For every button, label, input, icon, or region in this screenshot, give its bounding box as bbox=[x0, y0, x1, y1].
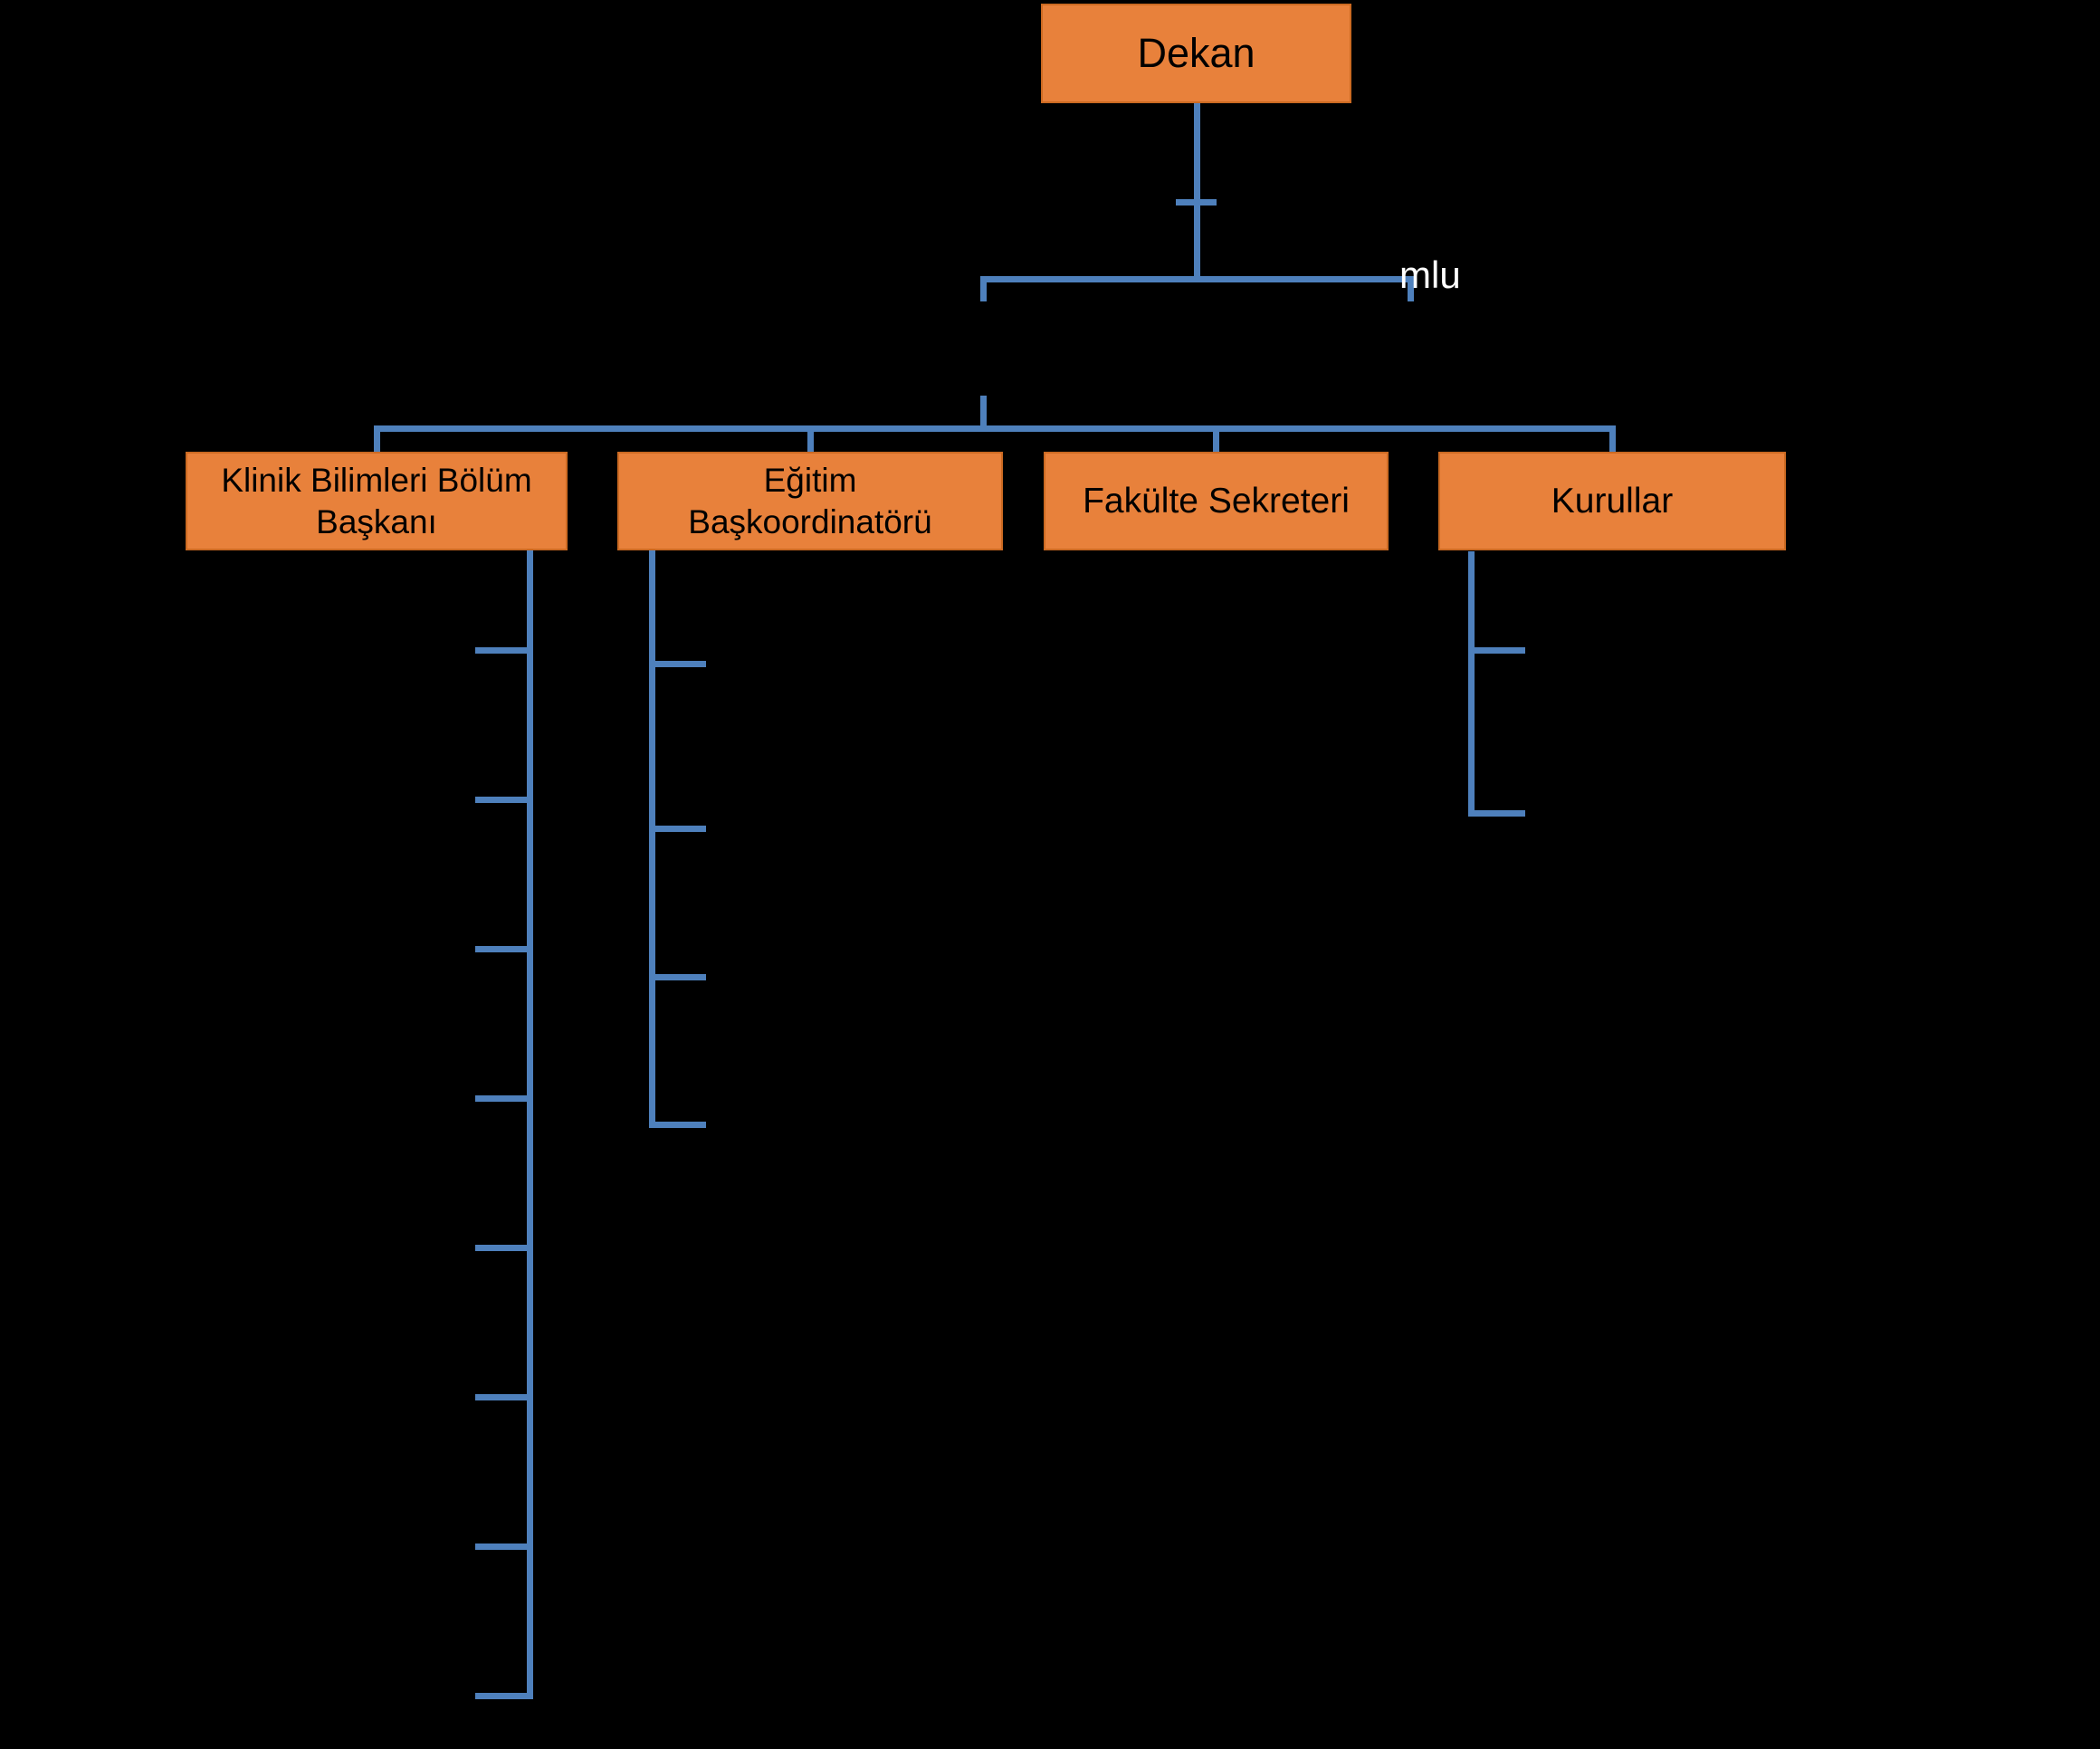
connector-tier1-right-elbow bbox=[1408, 276, 1414, 301]
org-node-dekan: Dekan bbox=[1041, 4, 1351, 103]
connector-dekan-stem bbox=[1194, 103, 1200, 282]
connector-kurullar-hangline bbox=[1468, 551, 1475, 817]
org-node-dekan-label: Dekan bbox=[1137, 29, 1255, 76]
hidden-child-tick-egitim-1 bbox=[652, 661, 706, 667]
connector-tier2-stub-egitim bbox=[807, 425, 814, 452]
connector-assistant-crossbar bbox=[1176, 199, 1217, 205]
hidden-child-tick-kurullar-1 bbox=[1471, 647, 1525, 654]
org-node-fakulte-sekreteri: Fakülte Sekreteri bbox=[1044, 452, 1389, 550]
connector-tier2-hline bbox=[374, 425, 1616, 432]
connector-tier2-elbow-klinik bbox=[374, 425, 380, 452]
connector-klinik-hangline bbox=[527, 550, 533, 1699]
hidden-child-tick-klinik-7 bbox=[475, 1544, 530, 1550]
hidden-child-tick-klinik-5 bbox=[475, 1245, 530, 1251]
hidden-child-tick-klinik-4 bbox=[475, 1095, 530, 1102]
floating-text-fragment: mlu bbox=[1399, 253, 1461, 296]
org-node-klinik-bilimleri-bolum-baskani: Klinik Bilimleri Bölüm Başkanı bbox=[186, 452, 568, 550]
org-node-label-line: Fakülte Sekreteri bbox=[1083, 481, 1350, 521]
org-node-label-line: Klinik Bilimleri Bölüm bbox=[221, 462, 532, 500]
hidden-child-tick-klinik-3 bbox=[475, 946, 530, 952]
connector-tier2-stub-fakulte bbox=[1213, 425, 1219, 452]
connector-tier2-elbow-kurullar bbox=[1609, 425, 1616, 452]
org-node-label-line: Eğitim bbox=[763, 462, 857, 500]
org-node-kurullar: Kurullar bbox=[1438, 452, 1786, 550]
hidden-child-tick-egitim-3 bbox=[652, 974, 706, 980]
hidden-child-tick-klinik-6 bbox=[475, 1394, 530, 1400]
hidden-child-tick-klinik-1 bbox=[475, 647, 530, 654]
hidden-child-tick-klinik-8 bbox=[475, 1693, 530, 1699]
org-node-label-line: Kurullar bbox=[1551, 481, 1674, 521]
hidden-child-tick-kurullar-2 bbox=[1471, 810, 1525, 817]
connector-tier1-hline bbox=[980, 276, 1414, 282]
hidden-child-tick-klinik-2 bbox=[475, 797, 530, 803]
connector-tier1-left-elbow bbox=[980, 276, 987, 301]
org-node-label-line: Başkoordinatörü bbox=[688, 502, 932, 540]
connector-hidden-node-stub bbox=[980, 396, 987, 428]
org-node-label-line: Başkanı bbox=[316, 502, 437, 540]
hidden-child-tick-egitim-2 bbox=[652, 826, 706, 832]
org-node-egitim-baskoordinatoru: Eğitim Başkoordinatörü bbox=[617, 452, 1003, 550]
connector-egitim-hangline bbox=[649, 550, 655, 1128]
hidden-child-tick-egitim-4 bbox=[652, 1122, 706, 1128]
